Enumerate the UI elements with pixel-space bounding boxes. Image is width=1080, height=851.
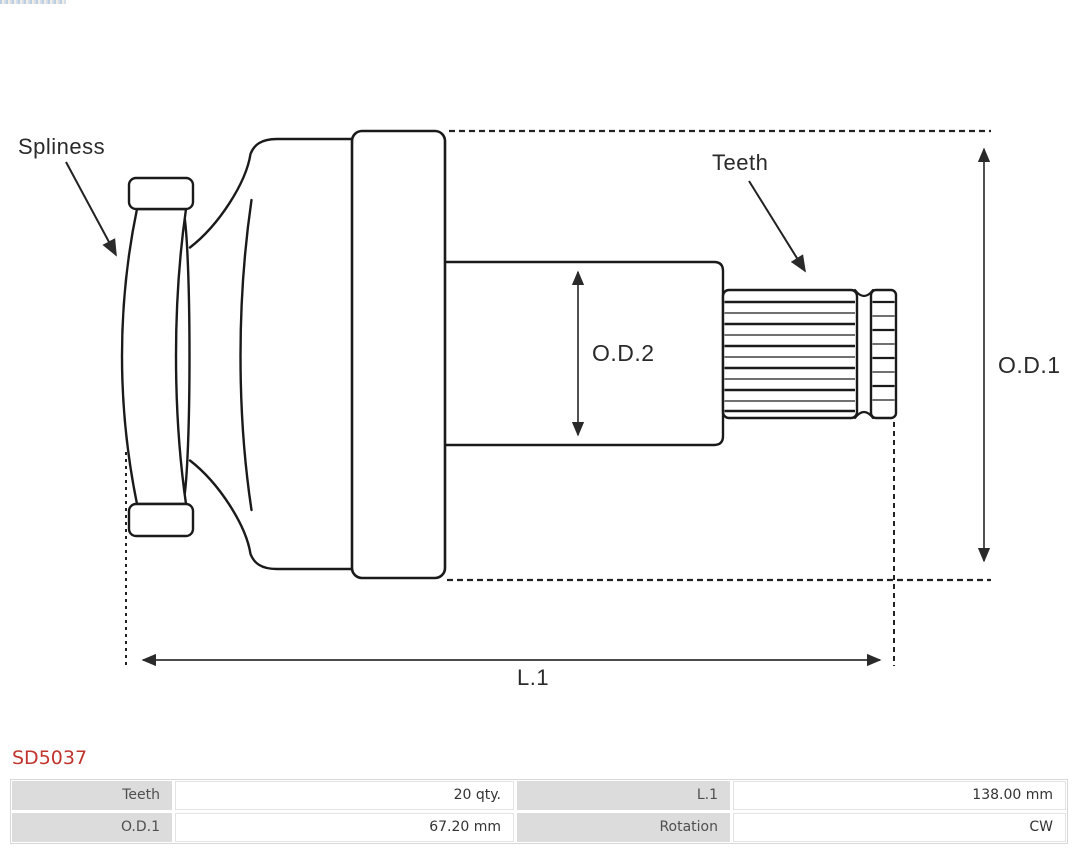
spec-label-cell: Teeth [12, 781, 172, 810]
dimension-lines [141, 147, 991, 667]
cropped-logo-strip [0, 0, 66, 4]
part-outline [120, 129, 898, 580]
spec-value-cell: 20 qty. [175, 781, 514, 810]
spec-value-cell: 67.20 mm [175, 813, 514, 842]
spec-label-cell: L.1 [517, 781, 730, 810]
dim-label-od2: O.D.2 [592, 340, 655, 366]
spline-teeth-lines [724, 300, 895, 413]
dim-label-l1: L.1 [517, 665, 550, 690]
leader-arrows [65, 161, 806, 273]
dim-label-teeth: Teeth [712, 150, 769, 175]
spec-label-cell: O.D.1 [12, 813, 172, 842]
spec-value-cell: CW [733, 813, 1066, 842]
spec-label-cell: Rotation [517, 813, 730, 842]
dim-label-spliness: Spliness [18, 134, 106, 159]
part-drawing-svg [65, 129, 991, 668]
spec-table: Teeth 20 qty. L.1 138.00 mm O.D.1 67.20 … [10, 779, 1068, 844]
part-number-link[interactable]: SD5037 [12, 747, 88, 769]
dim-label-od1: O.D.1 [998, 352, 1061, 378]
part-diagram: Spliness Teeth O.D.1 O.D.2 L.1 [18, 129, 1061, 690]
spec-value-cell: 138.00 mm [733, 781, 1066, 810]
